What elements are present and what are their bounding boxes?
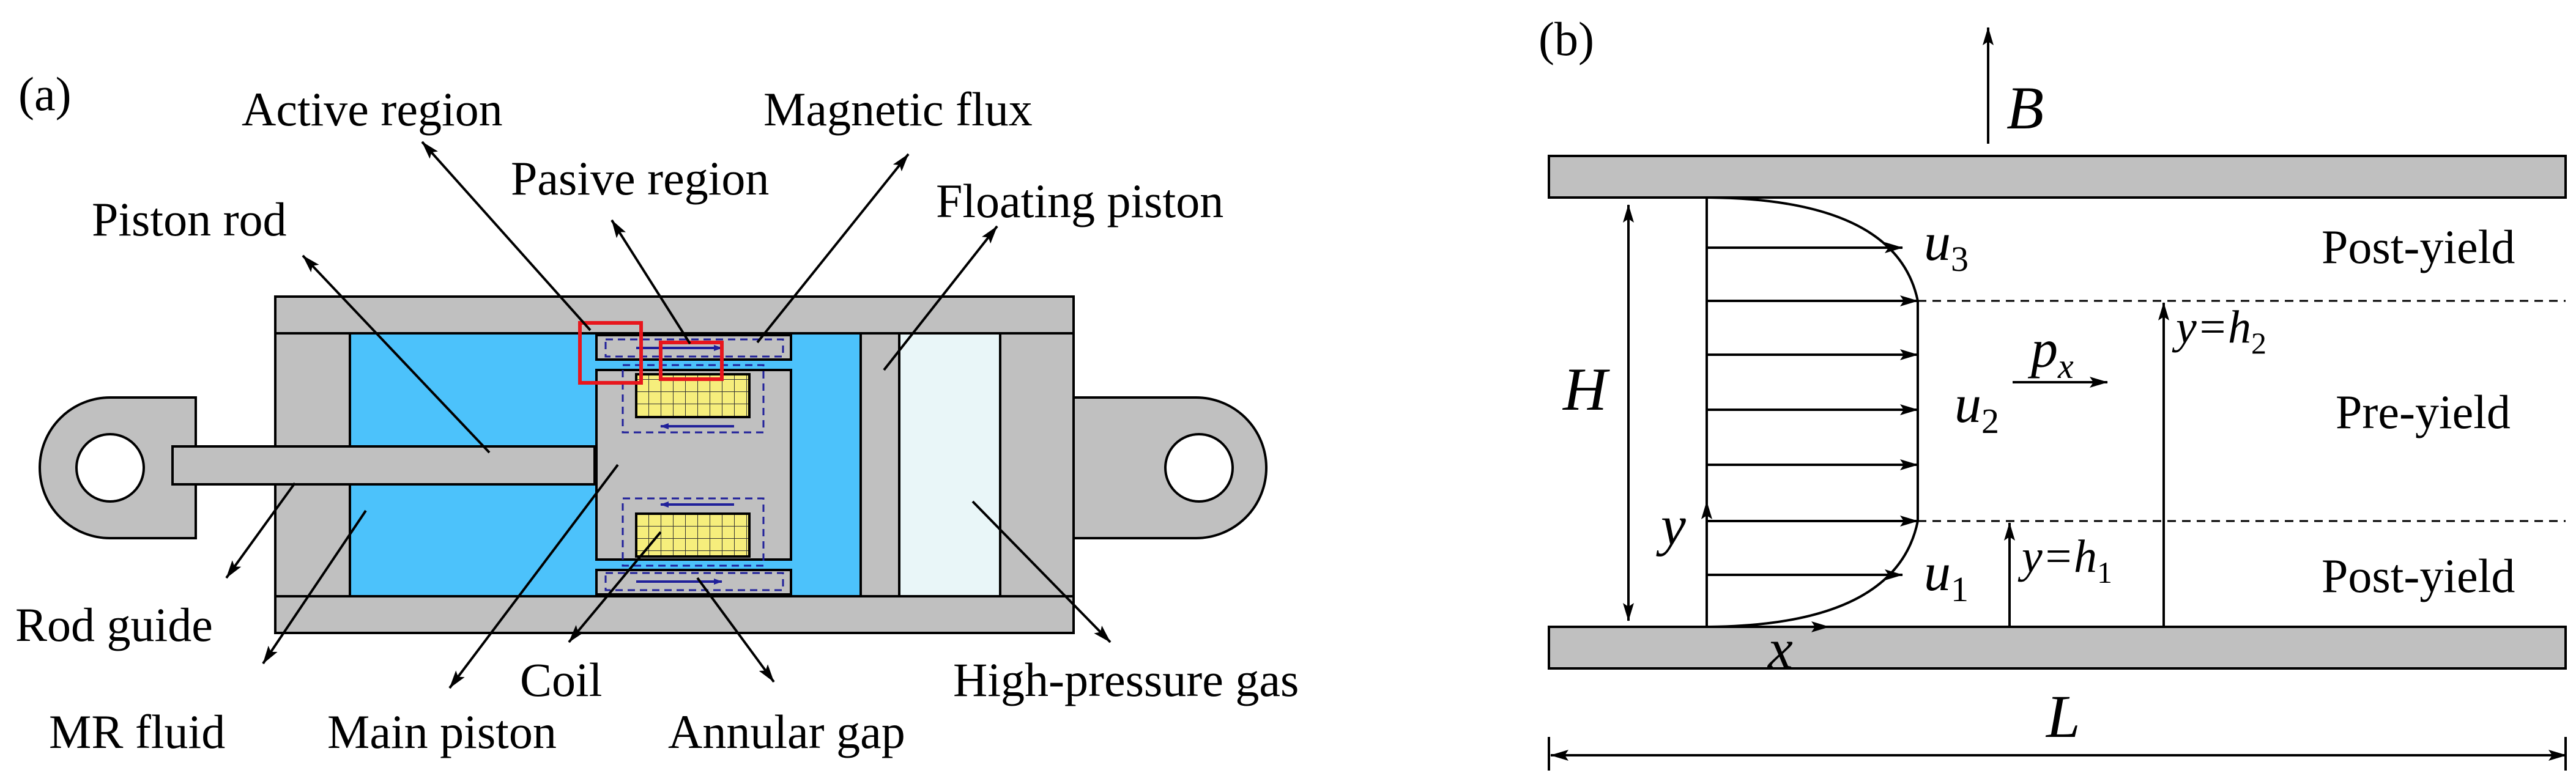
label-magnetic-flux: Magnetic flux <box>763 83 1033 136</box>
velocity-profile <box>1706 196 1919 628</box>
height-label: H <box>1562 355 1610 423</box>
u1-label: u1 <box>1924 543 1969 609</box>
label-mr-fluid: MR fluid <box>49 705 225 758</box>
flux-loop-lower <box>622 497 765 567</box>
label-main-piston: Main piston <box>327 705 557 758</box>
upper-plate <box>1548 155 2567 199</box>
floating-piston <box>859 332 900 597</box>
active-region-box <box>578 321 643 385</box>
leader-arrows <box>225 141 1112 689</box>
lower-plate <box>1548 626 2567 670</box>
right-eye-hole <box>1164 433 1234 503</box>
right-eye-mount <box>1072 396 1268 539</box>
pasive-region-box <box>659 341 724 381</box>
label-rod-guide: Rod guide <box>15 598 213 651</box>
b-field-label: B <box>2006 74 2044 142</box>
panel-a-tag: (a) <box>18 67 72 120</box>
zone-top-label: Post-yield <box>2322 220 2515 273</box>
panel-b-tag: (b) <box>1539 12 1594 65</box>
label-active-region: Active region <box>242 83 503 136</box>
label-pasive-region: Pasive region <box>511 152 769 205</box>
flux-loop-upper <box>622 364 765 434</box>
coil-lower <box>635 512 751 558</box>
x-axis-label: x <box>1767 618 1793 680</box>
profile-curve <box>1706 196 1919 628</box>
label-coil: Coil <box>520 653 602 706</box>
flux-loop-gap-bottom <box>604 572 784 591</box>
label-piston-rod: Piston rod <box>92 193 287 246</box>
h1-label: y=h1 <box>2017 531 2112 590</box>
zone-bottom-label: Post-yield <box>2322 549 2515 602</box>
u2-label: u2 <box>1954 375 1999 441</box>
pressure-gradient-label: px <box>2027 320 2074 386</box>
coil-upper <box>635 373 751 418</box>
u3-label: u3 <box>1924 213 1969 279</box>
panel-a: (a) <box>15 67 1299 758</box>
h2-label: y=h2 <box>2172 301 2266 360</box>
panel-b: (b) B H L <box>1539 12 2567 771</box>
piston-rod <box>171 445 596 486</box>
left-eye-mount <box>39 396 197 539</box>
label-annular-gap: Annular gap <box>668 705 905 758</box>
gas-chamber <box>898 332 1001 597</box>
left-eye-hole <box>75 433 145 503</box>
flux-loop-gap-top <box>604 338 784 358</box>
zone-middle-label: Pre-yield <box>2336 385 2511 438</box>
length-label: L <box>2045 682 2080 750</box>
label-floating-piston: Floating piston <box>936 174 1223 227</box>
y-axis-label: y <box>1656 494 1686 557</box>
label-high-pressure-gas: High-pressure gas <box>953 653 1299 706</box>
